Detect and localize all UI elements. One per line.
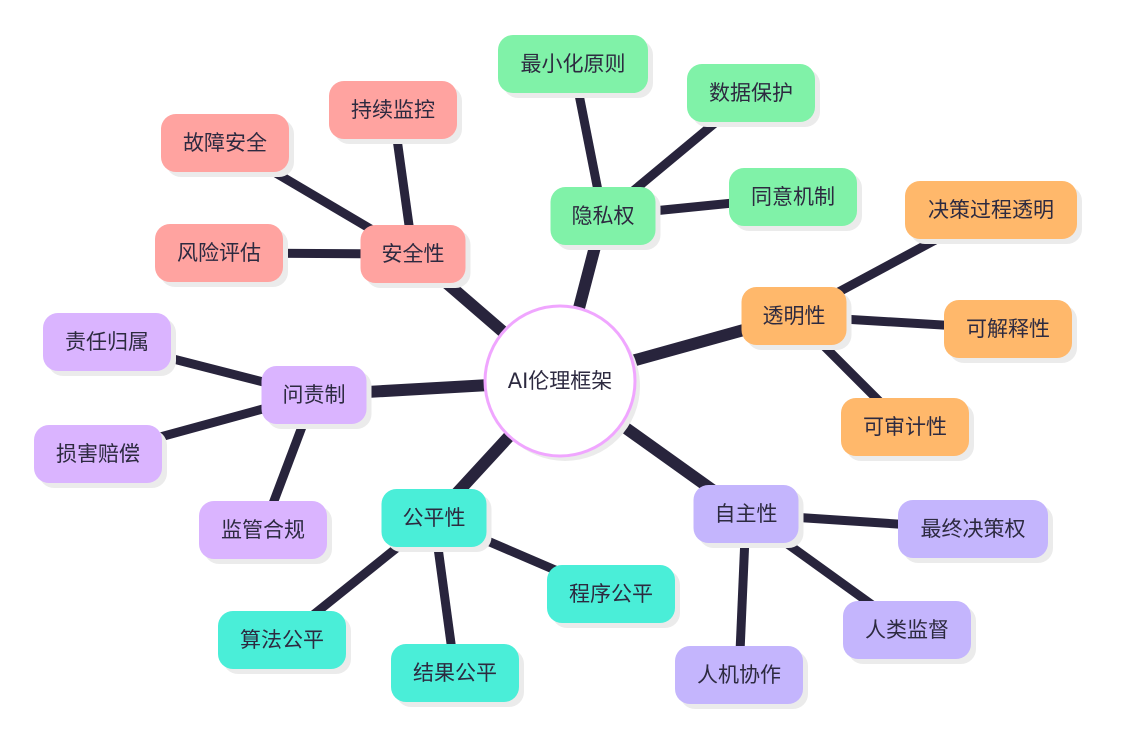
node-label: 隐私权 bbox=[572, 204, 635, 228]
node-box bbox=[741, 287, 847, 345]
node-box bbox=[43, 313, 171, 371]
child-node[interactable]: 持续监控 bbox=[329, 81, 462, 144]
node-box bbox=[155, 224, 283, 282]
child-node[interactable]: 算法公平 bbox=[218, 611, 351, 674]
node-box bbox=[729, 168, 857, 226]
node-label: 可解释性 bbox=[966, 317, 1050, 341]
node-label: 程序公平 bbox=[569, 582, 653, 606]
node-box bbox=[161, 114, 289, 172]
node-label: 故障安全 bbox=[183, 131, 267, 155]
node-box bbox=[218, 611, 346, 669]
child-node[interactable]: 数据保护 bbox=[687, 64, 820, 127]
node-label: 最小化原则 bbox=[521, 52, 626, 76]
node-label: 透明性 bbox=[763, 304, 826, 328]
node-label: 风险评估 bbox=[177, 241, 261, 265]
node-box bbox=[898, 500, 1048, 558]
node-label: 持续监控 bbox=[351, 98, 435, 122]
node-box bbox=[329, 81, 457, 139]
child-node[interactable]: 责任归属 bbox=[43, 313, 176, 376]
branch-node[interactable]: 自主性 bbox=[693, 485, 804, 548]
node-box bbox=[547, 565, 675, 623]
node-box bbox=[843, 601, 971, 659]
child-node[interactable]: 结果公平 bbox=[391, 644, 524, 707]
node-box bbox=[498, 35, 648, 93]
branch-node[interactable]: 透明性 bbox=[741, 287, 852, 350]
node-box bbox=[261, 366, 367, 424]
branch-node[interactable]: 隐私权 bbox=[550, 187, 661, 250]
child-node[interactable]: 人机协作 bbox=[675, 646, 808, 709]
node-box bbox=[360, 225, 466, 283]
node-label: 可审计性 bbox=[863, 415, 947, 439]
center-node[interactable]: AI伦理框架 bbox=[483, 304, 640, 461]
node-box bbox=[944, 300, 1072, 358]
node-label: 人类监督 bbox=[865, 618, 949, 642]
node-box bbox=[675, 646, 803, 704]
node-box bbox=[550, 187, 656, 245]
node-label: 公平性 bbox=[403, 506, 466, 530]
node-label: 决策过程透明 bbox=[928, 198, 1054, 222]
node-box bbox=[34, 425, 162, 483]
node-box bbox=[905, 181, 1077, 239]
branch-node[interactable]: 安全性 bbox=[360, 225, 471, 288]
child-node[interactable]: 程序公平 bbox=[547, 565, 680, 628]
node-label: 安全性 bbox=[382, 242, 445, 266]
child-node[interactable]: 损害赔偿 bbox=[34, 425, 167, 488]
branch-node[interactable]: 问责制 bbox=[261, 366, 372, 429]
node-box bbox=[841, 398, 969, 456]
child-node[interactable]: 监管合规 bbox=[199, 501, 332, 564]
node-box bbox=[199, 501, 327, 559]
child-node[interactable]: 决策过程透明 bbox=[905, 181, 1082, 244]
node-box bbox=[391, 644, 519, 702]
node-box bbox=[687, 64, 815, 122]
node-label: 问责制 bbox=[283, 383, 346, 407]
node-label: 人机协作 bbox=[697, 663, 781, 687]
node-label: 算法公平 bbox=[240, 628, 324, 652]
child-node[interactable]: 最小化原则 bbox=[498, 35, 653, 98]
node-label: 同意机制 bbox=[751, 185, 835, 209]
child-node[interactable]: 可审计性 bbox=[841, 398, 974, 461]
node-label: 数据保护 bbox=[709, 81, 793, 105]
branch-node[interactable]: 公平性 bbox=[381, 489, 492, 552]
node-label: 自主性 bbox=[715, 502, 778, 526]
node-label: 监管合规 bbox=[221, 518, 305, 542]
child-node[interactable]: 同意机制 bbox=[729, 168, 862, 231]
child-node[interactable]: 可解释性 bbox=[944, 300, 1077, 363]
child-node[interactable]: 故障安全 bbox=[161, 114, 294, 177]
child-node[interactable]: 最终决策权 bbox=[898, 500, 1053, 563]
center-label: AI伦理框架 bbox=[508, 369, 613, 393]
node-label: 最终决策权 bbox=[921, 517, 1026, 541]
center-circle bbox=[483, 304, 637, 458]
node-label: 损害赔偿 bbox=[56, 442, 140, 466]
node-box bbox=[381, 489, 487, 547]
node-label: 责任归属 bbox=[65, 330, 149, 354]
child-node[interactable]: 风险评估 bbox=[155, 224, 288, 287]
node-label: 结果公平 bbox=[413, 661, 497, 685]
child-node[interactable]: 人类监督 bbox=[843, 601, 976, 664]
node-box bbox=[693, 485, 799, 543]
